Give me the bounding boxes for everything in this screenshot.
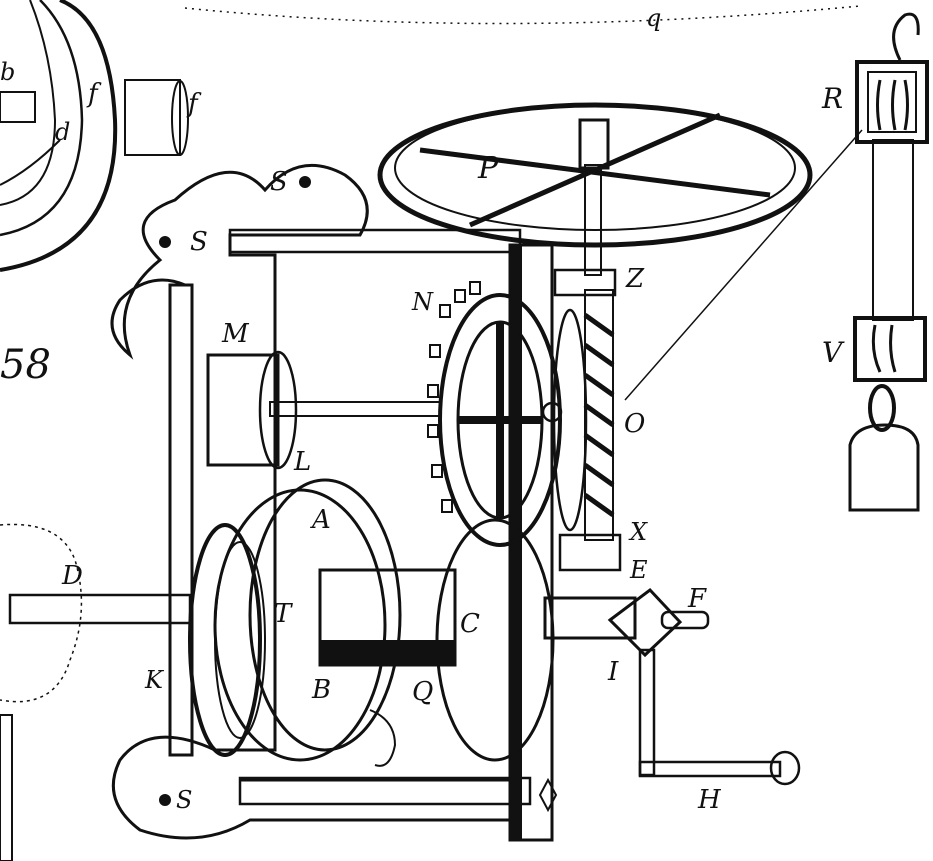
label-n: N [411, 288, 434, 316]
label-i: I [607, 657, 619, 687]
label-l: L [293, 447, 311, 477]
cord-line [624, 129, 863, 401]
label-m: M [221, 319, 250, 349]
label-x: X [628, 518, 648, 546]
winding-drum [213, 478, 555, 767]
label-p: P [477, 151, 499, 186]
label-h: H [697, 785, 722, 815]
left-frame-plate [110, 163, 532, 840]
label-f-right: f [186, 89, 202, 119]
label-s-left: S [190, 227, 208, 257]
label-k: K [144, 666, 165, 694]
label-v: V [822, 336, 845, 369]
top-dotted-arc [184, 5, 861, 25]
label-f-arc: f [86, 79, 102, 109]
label-f: F [687, 584, 707, 614]
label-d-small: d [55, 118, 70, 146]
ratchet-k [188, 523, 266, 757]
label-b-small: b [0, 58, 15, 86]
label-t: T [274, 599, 293, 629]
label-e: E [629, 556, 648, 584]
label-a: A [310, 505, 331, 535]
label-s-top: S [270, 167, 288, 197]
label-q: Q [412, 677, 433, 707]
label-q-top: q [646, 4, 661, 32]
left-shaft-d [0, 523, 192, 861]
label-d: D [61, 561, 83, 591]
partial-wheel-top-left [0, 0, 189, 272]
label-c: C [460, 609, 480, 639]
label-o: O [624, 409, 645, 439]
worm-screw-o [541, 268, 622, 572]
pinion-m [206, 350, 441, 470]
figure-number: 58 [0, 342, 51, 388]
label-s-bottom: S [176, 786, 192, 814]
crank-handle-h [543, 587, 801, 786]
horizontal-wheel-p [377, 102, 813, 276]
crown-wheel-n [427, 281, 562, 547]
pulley-weight-assembly [848, 12, 929, 512]
label-z: Z [625, 264, 645, 294]
label-b: B [311, 675, 331, 705]
label-r: R [821, 82, 843, 115]
